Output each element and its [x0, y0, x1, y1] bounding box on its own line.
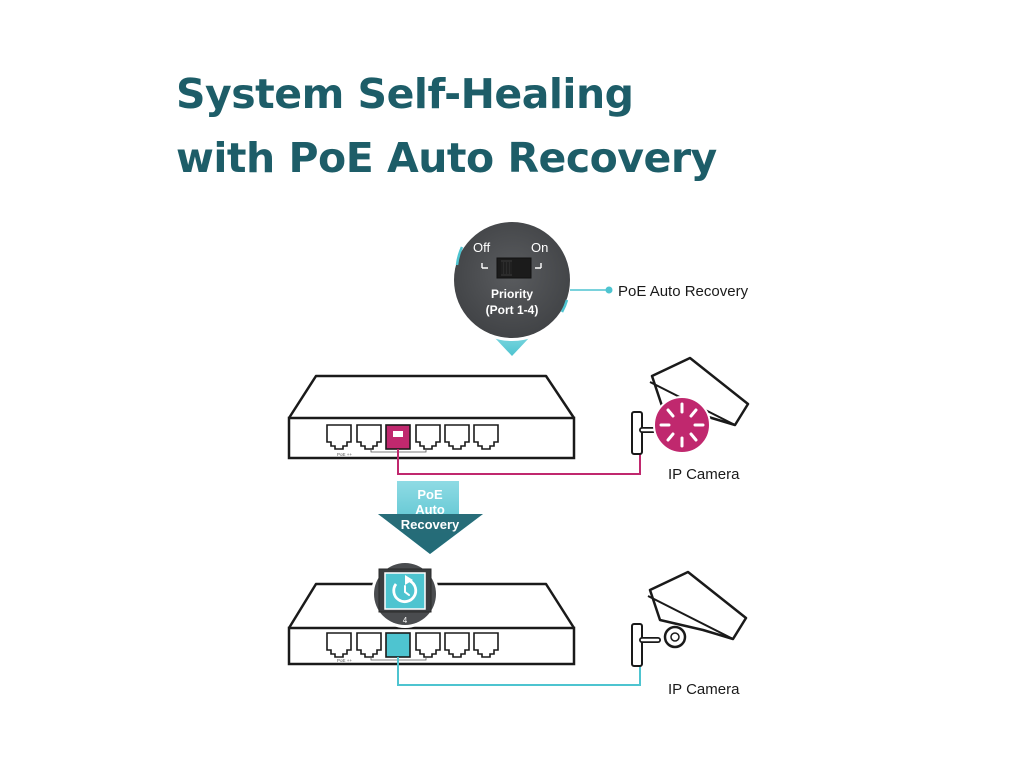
switch-on-label: On: [531, 240, 548, 255]
switch-name-line-1: Priority: [491, 287, 533, 301]
cable-top-magenta: [397, 449, 641, 475]
switch-off-label: Off: [473, 240, 490, 255]
arrow-text-line-2: Auto: [415, 502, 445, 517]
port-3-recovered: [385, 632, 411, 658]
port-5: [444, 424, 470, 450]
port-1: [326, 424, 352, 450]
port-2: [356, 632, 382, 658]
cable-bottom-teal: [397, 657, 641, 686]
recovery-badge: 4: [371, 560, 439, 628]
top-switch: PoE ++: [287, 374, 576, 460]
title-line-1: System Self-Healing: [176, 70, 634, 118]
leader-dot: [605, 286, 613, 294]
port-4: [415, 424, 441, 450]
auto-recovery-arrow: PoE Auto Recovery: [378, 481, 483, 554]
ip-camera-label-top: IP Camera: [668, 466, 740, 483]
port-4: [415, 632, 441, 658]
page-title: System Self-Healing with PoE Auto Recove…: [176, 62, 717, 190]
zoom-circle: [454, 222, 570, 338]
switch-name-line-2: (Port 1-4): [486, 303, 539, 317]
arrow-text-line-1: PoE: [417, 487, 443, 502]
port-6: [473, 424, 499, 450]
ip-camera-icon-bottom: [631, 570, 748, 667]
port-marking: PoE ++: [337, 452, 352, 457]
port-2: [356, 424, 382, 450]
loading-spinner-icon: [659, 402, 705, 448]
switch-zoom-callout: Off On Priority (Port 1-4) PoE Auto Reco…: [451, 219, 749, 356]
poe-auto-recovery-label: PoE Auto Recovery: [618, 283, 749, 300]
restart-icon: [392, 575, 418, 604]
port-1: [326, 632, 352, 658]
port-6: [473, 632, 499, 658]
arrow-text-line-3: Recovery: [401, 517, 460, 532]
port-marking: PoE ++: [337, 658, 352, 663]
badge-port-number: 4: [403, 616, 408, 625]
port-5: [444, 632, 470, 658]
ip-camera-icon-top: [631, 356, 750, 455]
title-line-2: with PoE Auto Recovery: [176, 134, 717, 182]
ip-camera-label-bottom: IP Camera: [668, 681, 740, 698]
